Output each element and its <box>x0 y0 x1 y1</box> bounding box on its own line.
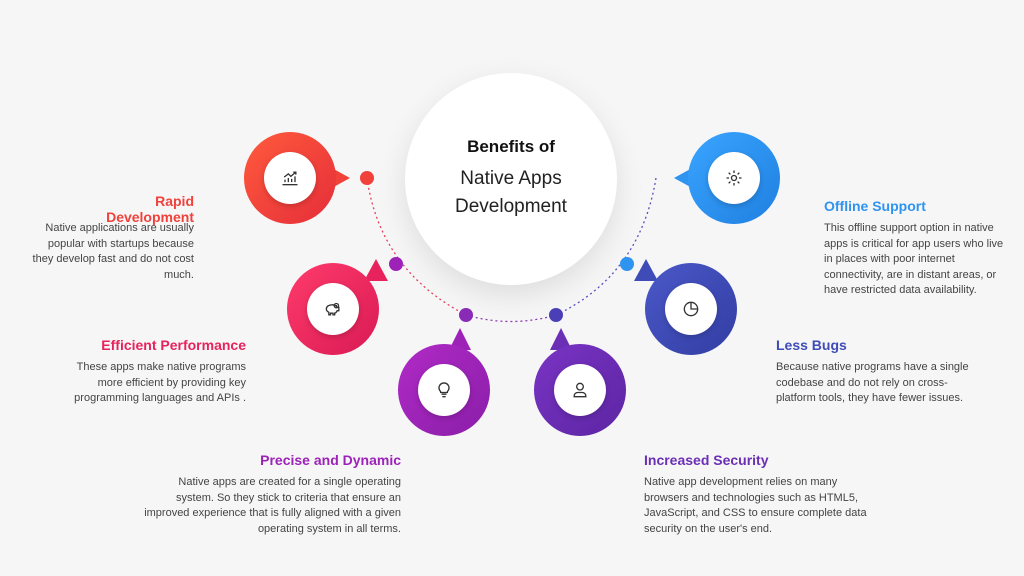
user-icon <box>573 382 587 398</box>
offline-support-title: Offline Support <box>824 198 926 214</box>
rapid-development-desc: Native applications are usually popular … <box>32 222 194 281</box>
node-offline-support <box>688 132 780 224</box>
center-hub: Benefits of Native Apps Development <box>405 73 617 285</box>
arc-dot-rapid <box>360 171 374 185</box>
increased-security-title: Increased Security <box>644 452 769 468</box>
arc-dot-efficient <box>389 257 403 271</box>
rapid-development-title: Rapid Development <box>106 193 194 225</box>
efficient-performance-title: Efficient Performance <box>101 337 246 353</box>
gear-icon <box>726 170 742 186</box>
arc-dot-security <box>549 308 563 322</box>
node-precise-dynamic <box>398 344 490 436</box>
arc-dot-bugs <box>620 257 634 271</box>
node-increased-security <box>534 344 626 436</box>
node-rapid-development <box>244 132 336 224</box>
chart-growth-icon <box>282 171 298 186</box>
precise-dynamic-desc: Native apps are created for a single ope… <box>144 476 401 535</box>
node-pointer-bugs <box>634 259 658 281</box>
center-subtitle: Native Apps Development <box>455 168 567 217</box>
offline-support-desc: This offline support option in native ap… <box>824 222 1004 296</box>
increased-security-desc: Native app development relies on many br… <box>644 476 867 535</box>
piggy-bank-icon <box>325 302 340 316</box>
efficient-performance-desc: These apps make native programs more eff… <box>74 361 246 404</box>
node-pointer-security <box>550 328 572 350</box>
node-efficient-performance <box>287 263 379 355</box>
less-bugs-title: Less Bugs <box>776 337 847 353</box>
center-title: Benefits of <box>467 137 555 156</box>
pie-chart-icon <box>683 301 699 317</box>
precise-dynamic-title: Precise and Dynamic <box>260 452 401 468</box>
arc-dot-precise <box>459 308 473 322</box>
node-less-bugs <box>645 263 737 355</box>
node-pointer-efficient <box>364 259 388 281</box>
less-bugs-desc: Because native programs have a single co… <box>776 361 969 404</box>
lightbulb-icon <box>438 382 450 398</box>
